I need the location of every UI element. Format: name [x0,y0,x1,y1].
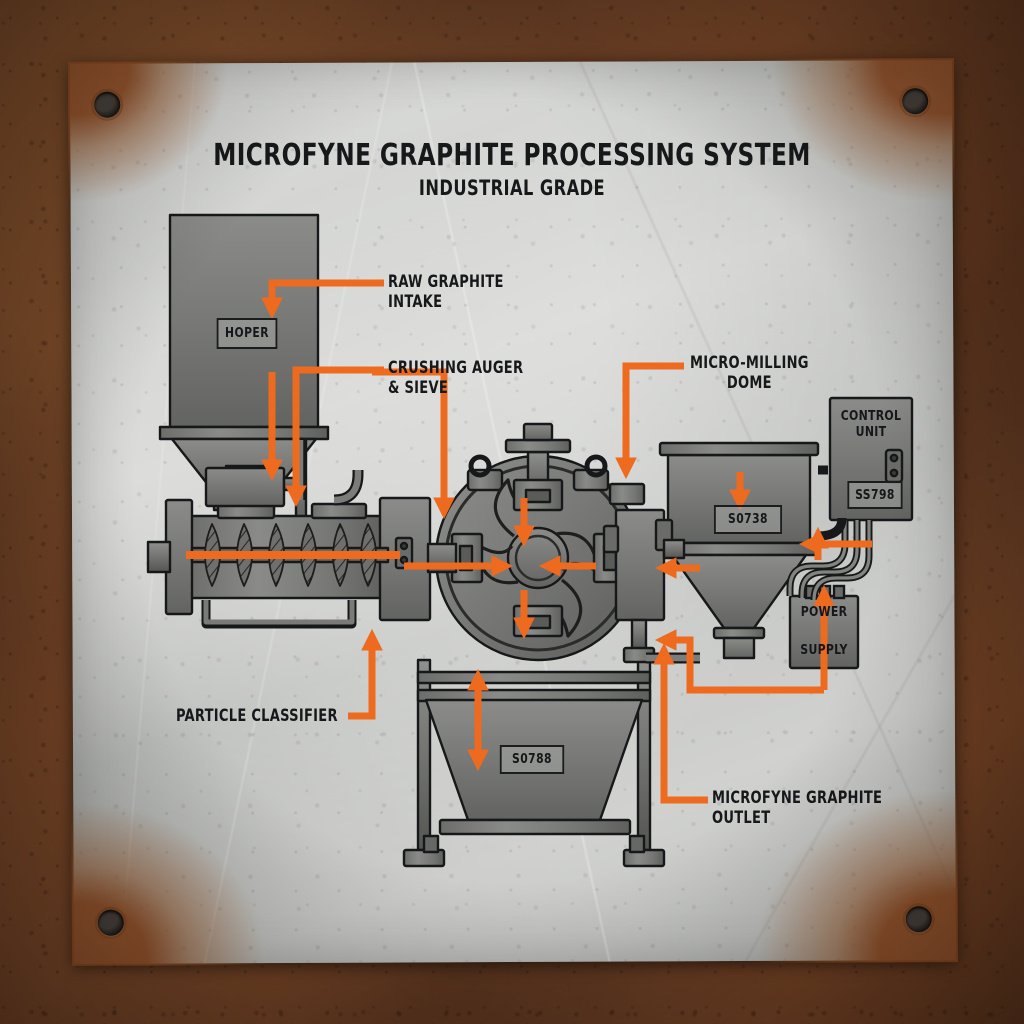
callout-line: DOME [726,373,772,392]
micro-milling-dome-vessel [658,441,820,660]
callout-line: RAW GRAPHITE [388,272,504,291]
power-supply-title: POWER SUPPLY [795,604,853,658]
callout-micro-milling-dome: MICRO-MILLING DOME [690,353,809,393]
callout-line: OUTLET [712,808,771,827]
milling-dome-id-badge: S0738 [713,505,783,534]
page-subtitle: INDUSTRIAL GRADE [418,176,606,200]
callout-crushing-auger-sieve: CRUSHING AUGER & SIEVE [388,358,523,398]
control-unit-title-line: CONTROL [840,408,902,424]
callout-line: & SIEVE [388,378,449,397]
callout-line: INTAKE [388,292,443,311]
control-unit-title: CONTROL UNIT [836,408,906,440]
callout-line: MICROFYNE GRAPHITE [712,788,883,807]
callout-microfyne-graphite-outlet: MICROFYNE GRAPHITE OUTLET [712,788,882,828]
page-title: MICROFYNE GRAPHITE PROCESSING SYSTEM [213,138,811,173]
flow-arrows [186,279,872,804]
control-unit-id-badge: SS798 [847,481,903,509]
callout-line: MICRO-MILLING [690,353,809,372]
callout-line: CRUSHING AUGER [388,358,524,377]
collection-cone-id-badge: S0788 [499,745,565,774]
power-supply-title-gap [795,620,853,642]
power-supply-title-line: POWER [800,604,848,620]
power-supply-title-line: SUPPLY [800,642,848,658]
callout-ticks [348,279,708,804]
callout-raw-graphite-intake: RAW GRAPHITE INTAKE [388,272,504,312]
callout-line: PARTICLE CLASSIFIER [176,706,338,725]
control-unit-title-line: UNIT [855,424,887,440]
hopper-label-badge: HOPER [216,318,278,349]
callout-particle-classifier: PARTICLE CLASSIFIER [176,706,338,726]
